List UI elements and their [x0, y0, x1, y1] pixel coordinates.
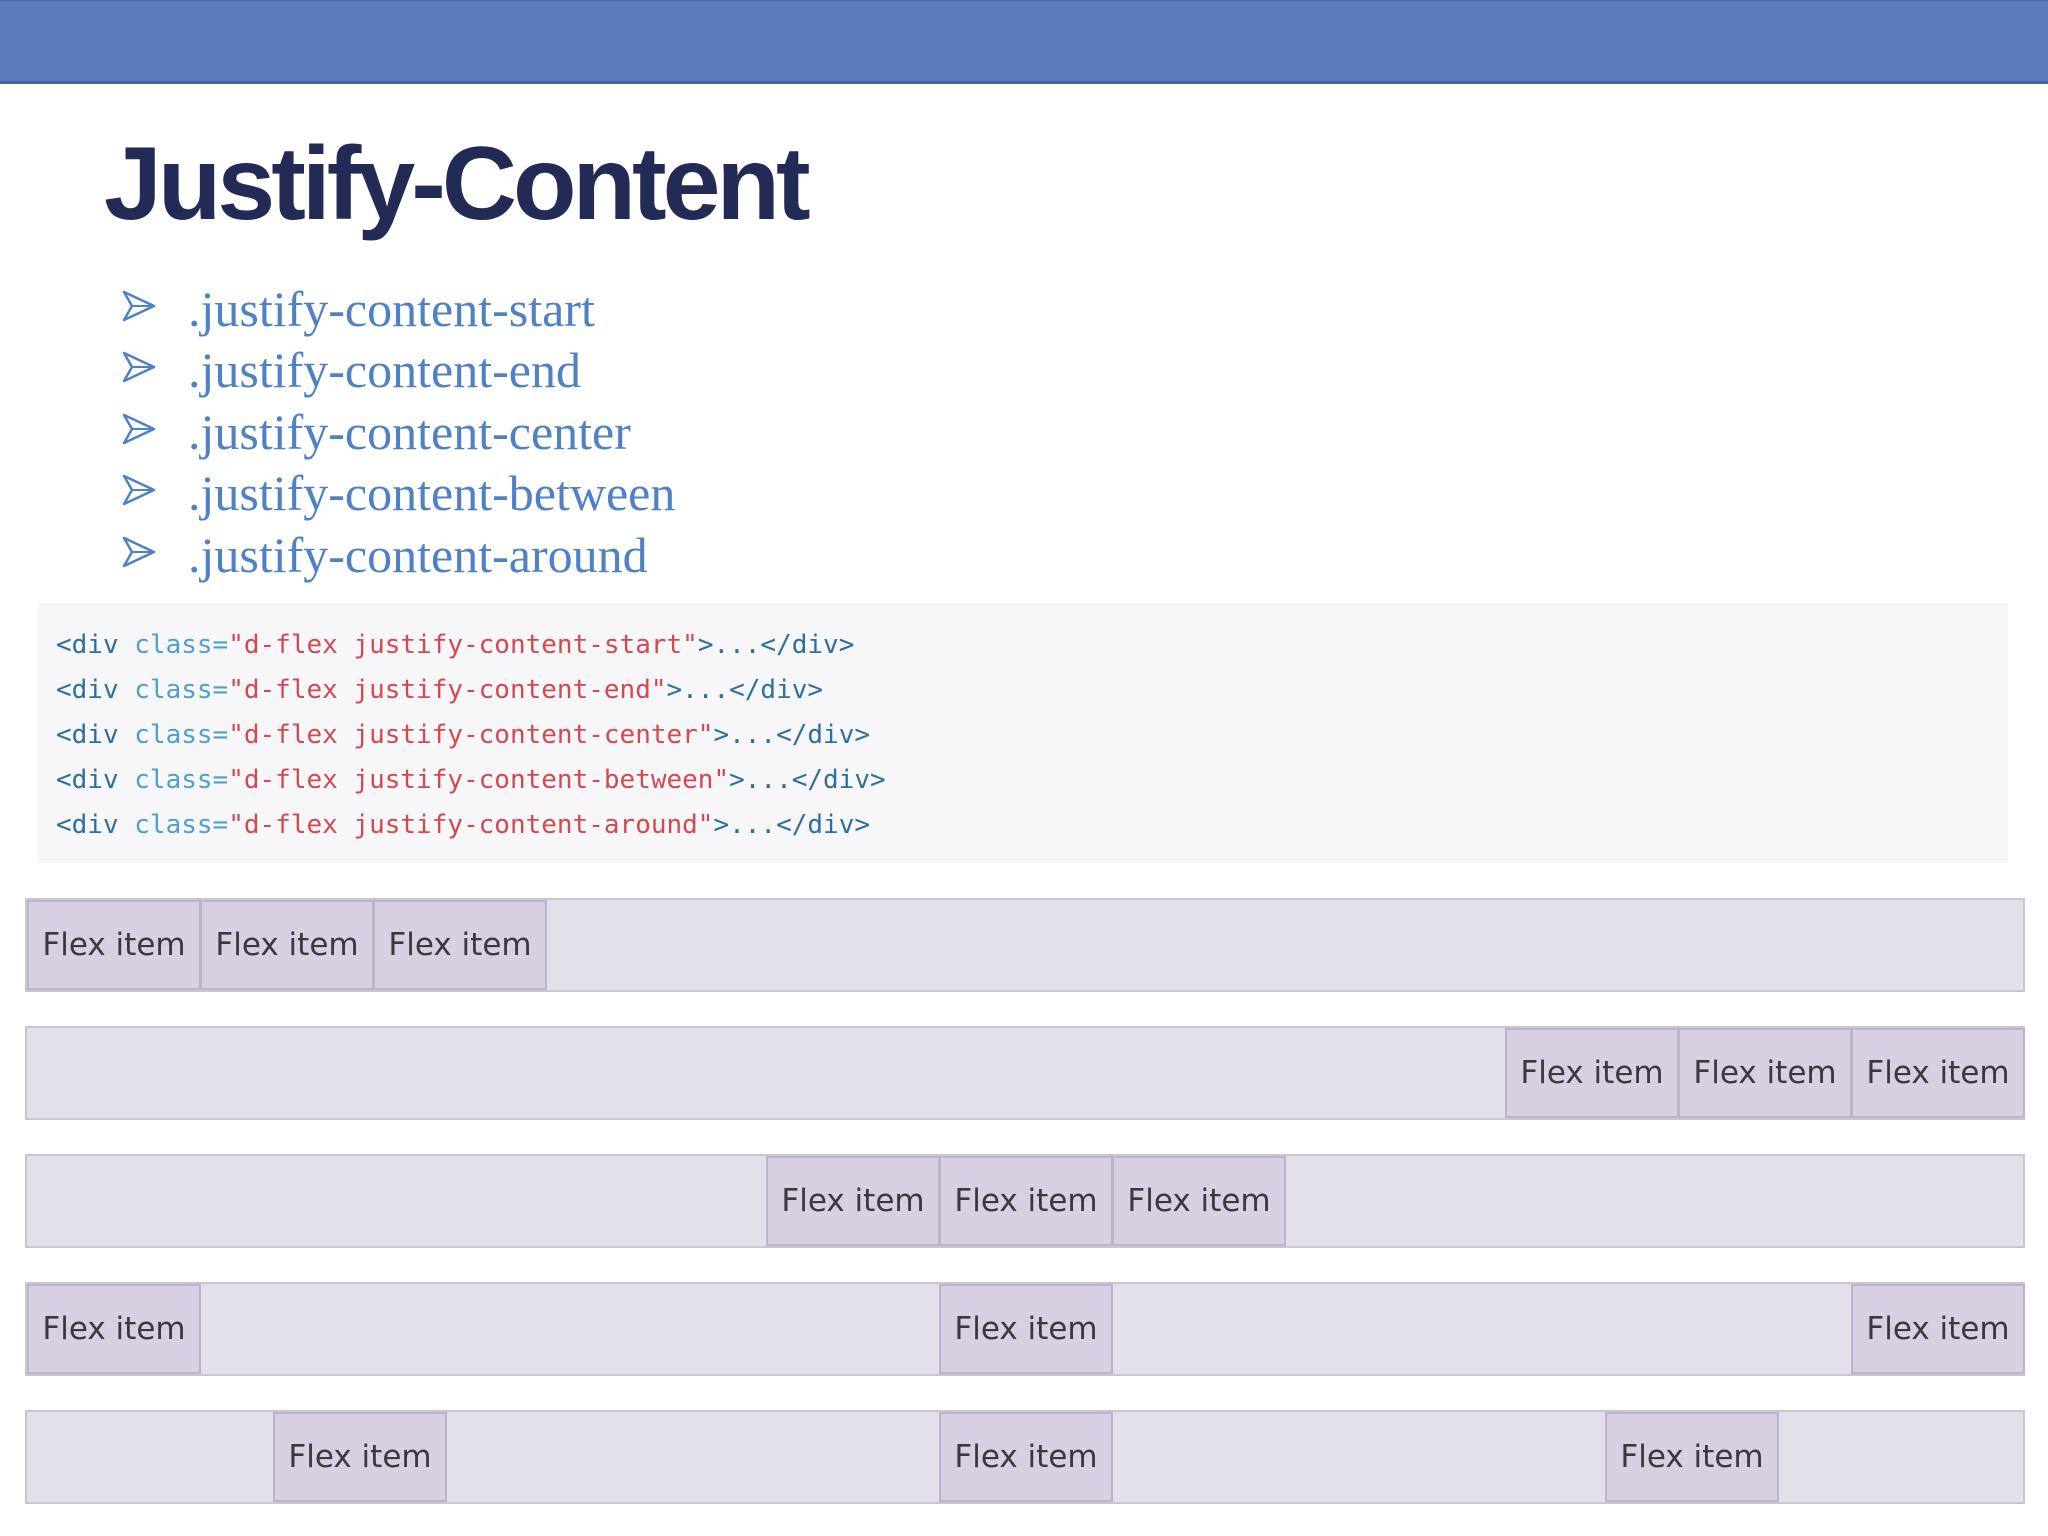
bullet-text: .justify-content-around [188, 526, 648, 583]
code-attr-value: "d-flex justify-content-start" [228, 630, 698, 660]
code-tag-open: <div [56, 720, 119, 750]
bullet-text: .justify-content-between [188, 465, 676, 522]
code-tag-close: >...</div> [713, 720, 871, 750]
flex-item: Flex item [939, 1156, 1113, 1246]
flex-item: Flex item [1505, 1028, 1679, 1118]
bullet-text: .justify-content-end [188, 342, 581, 399]
demo-row-end: Flex item Flex item Flex item [25, 1026, 2025, 1120]
code-tag-close: >...</div> [729, 765, 886, 795]
flex-item: Flex item [766, 1156, 940, 1246]
bullet-item: .justify-content-between [122, 463, 675, 525]
code-tag-open: <div [56, 630, 119, 660]
demo-row-center: Flex item Flex item Flex item [25, 1154, 2025, 1248]
bullet-item: .justify-content-end [122, 340, 675, 402]
code-attr-value: "d-flex justify-content-around" [228, 810, 714, 840]
bullet-text: .justify-content-start [188, 280, 595, 337]
flex-item: Flex item [1851, 1028, 2025, 1118]
demo-row-between: Flex item Flex item Flex item [25, 1282, 2025, 1376]
arrow-bullet-icon [122, 473, 188, 513]
code-attr-name: class= [134, 765, 229, 795]
flex-item: Flex item [1851, 1284, 2025, 1374]
flex-item: Flex item [200, 900, 374, 990]
code-tag-close: >...</div> [713, 810, 871, 840]
slide-title: Justify-Content [104, 126, 811, 242]
bullet-item: .justify-content-start [122, 278, 675, 340]
code-tag-open: <div [56, 675, 119, 705]
code-attr-value: "d-flex justify-content-center" [228, 720, 714, 750]
code-line: <div class="d-flex justify-content-cente… [56, 713, 2008, 758]
flex-item: Flex item [273, 1412, 447, 1502]
code-attr-name: class= [134, 720, 229, 750]
demo-row-around: Flex item Flex item Flex item [25, 1410, 2025, 1504]
demo-row-start: Flex item Flex item Flex item [25, 898, 2025, 992]
arrow-bullet-icon [122, 535, 188, 575]
code-tag-open: <div [56, 765, 119, 795]
arrow-bullet-icon [122, 350, 188, 390]
flex-item: Flex item [1678, 1028, 1852, 1118]
flex-item: Flex item [1112, 1156, 1286, 1246]
flex-item: Flex item [27, 900, 201, 990]
flex-item: Flex item [939, 1412, 1113, 1502]
arrow-bullet-icon [122, 289, 188, 329]
code-attr-value: "d-flex justify-content-between" [228, 765, 730, 795]
flex-item: Flex item [373, 900, 547, 990]
code-tag-close: >...</div> [697, 630, 855, 660]
arrow-bullet-icon [122, 412, 188, 452]
code-attr-name: class= [134, 810, 229, 840]
code-attr-value: "d-flex justify-content-end" [228, 675, 667, 705]
bullet-text: .justify-content-center [188, 403, 631, 460]
code-block: <div class="d-flex justify-content-start… [38, 603, 2008, 863]
bullet-list: .justify-content-start .justify-content-… [122, 278, 675, 586]
bullet-item: .justify-content-center [122, 401, 675, 463]
flex-item: Flex item [27, 1284, 201, 1374]
code-attr-name: class= [134, 630, 229, 660]
code-line: <div class="d-flex justify-content-aroun… [56, 803, 2008, 848]
code-line: <div class="d-flex justify-content-start… [56, 623, 2008, 668]
bullet-item: .justify-content-around [122, 524, 675, 586]
top-accent-bar [0, 0, 2048, 84]
code-attr-name: class= [134, 675, 229, 705]
code-line: <div class="d-flex justify-content-end">… [56, 668, 2008, 713]
code-tag-close: >...</div> [666, 675, 824, 705]
code-tag-open: <div [56, 810, 119, 840]
flex-item: Flex item [939, 1284, 1113, 1374]
code-line: <div class="d-flex justify-content-betwe… [56, 758, 2008, 803]
flex-item: Flex item [1605, 1412, 1779, 1502]
